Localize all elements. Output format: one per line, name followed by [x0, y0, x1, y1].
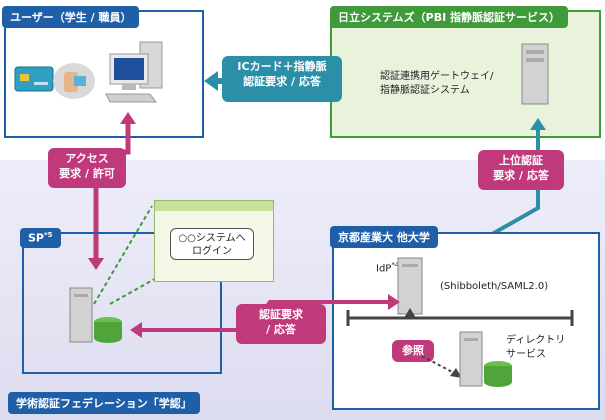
network-bar: [346, 308, 574, 326]
upper-auth-line2: 要求 / 応答: [493, 169, 549, 182]
sp-title: SP*5: [20, 228, 61, 248]
upper-auth-box: 上位認証 要求 / 応答: [478, 150, 564, 190]
access-line1: アクセス: [65, 152, 109, 165]
ic-auth-box: ICカード＋指静脈 認証要求 / 応答: [222, 56, 342, 102]
login-window-titlebar: [155, 201, 273, 211]
federation-title: 学術認証フェデレーション「学認」: [8, 392, 200, 414]
system-label-2: 指静脈認証システム: [380, 85, 470, 96]
idp-server-icon: [396, 256, 426, 316]
directory-label-1: ディレクトリ: [506, 335, 566, 346]
sp-label: SP: [28, 231, 44, 245]
hitachi-panel-title: 日立システムズ（PBI 指静脈認証サービス）: [330, 6, 569, 28]
upper-auth-line1: 上位認証: [499, 154, 543, 167]
auth-request-line1: 認証要求: [259, 308, 303, 321]
ic-auth-line2: 認証要求 / 応答: [243, 75, 321, 88]
idp-text: IdP: [376, 263, 392, 275]
login-line2: ログイン: [192, 246, 232, 257]
sp-server-icon: [66, 286, 126, 346]
protocol-label: (Shibboleth/SAML2.0): [440, 281, 549, 292]
access-line2: 要求 / 許可: [59, 167, 115, 180]
gateway-server-icon: [520, 42, 552, 106]
login-line1: ○○システムへ: [178, 233, 246, 244]
idp-label: IdP*4: [376, 258, 399, 276]
sp-sup: *5: [43, 231, 53, 239]
reference-dotted-arrow: [421, 355, 462, 378]
ic-auth-line1: ICカード＋指静脈: [237, 60, 327, 73]
finger-vein-reader-icon: [52, 62, 96, 100]
sp-panel: [22, 232, 222, 374]
login-button[interactable]: ○○システムへ ログイン: [170, 228, 254, 260]
user-panel-title: ユーザー（学生 / 職員）: [2, 6, 140, 28]
access-box: アクセス 要求 / 許可: [48, 148, 126, 188]
auth-request-line2: / 応答: [266, 323, 296, 336]
auth-request-box: 認証要求 / 応答: [236, 304, 326, 344]
login-dashed-lines: [93, 205, 161, 305]
kyoto-title: 京都産業大 他大学: [330, 226, 438, 248]
ic-card-icon: [14, 66, 54, 92]
hitachi-panel: [330, 10, 601, 138]
directory-server-icon: [458, 330, 518, 390]
system-label-1: 認証連携用ゲートウェイ/: [380, 71, 494, 82]
idp-sup: *4: [391, 261, 400, 269]
directory-label-2: サービス: [506, 349, 546, 360]
pc-icon: [104, 40, 184, 108]
